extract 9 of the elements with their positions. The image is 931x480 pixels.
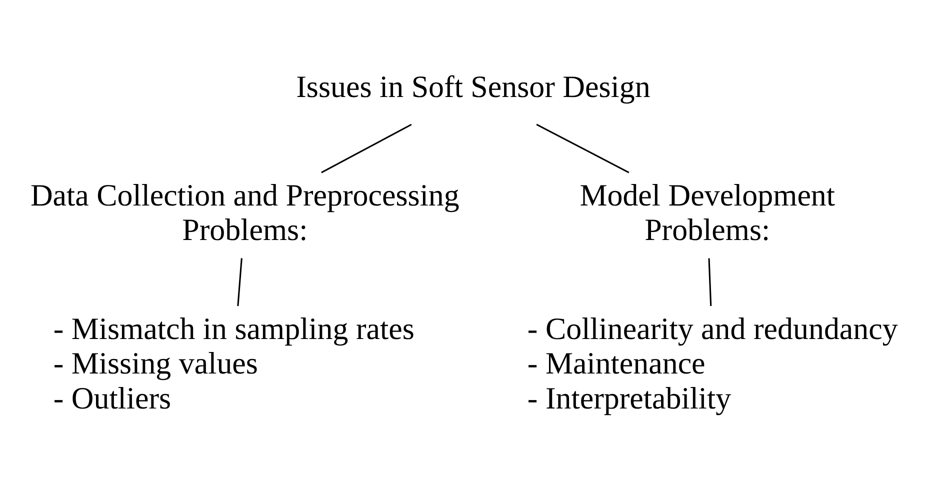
node-text: Data Collection and Preprocessing Problems: [30,176,460,247]
connector [708,258,712,306]
connector [536,123,630,173]
connector [237,258,242,306]
node-text: Issues in Soft Sensor Design [296,68,650,104]
node-text: - Collinearity and redundancy - Maintenance - Interpretability [527,310,898,415]
connector [321,123,412,173]
node-text: - Mismatch in sampling rates - Missing values - Outliers [53,310,414,415]
node-text: Model Development Problems: [580,176,836,247]
